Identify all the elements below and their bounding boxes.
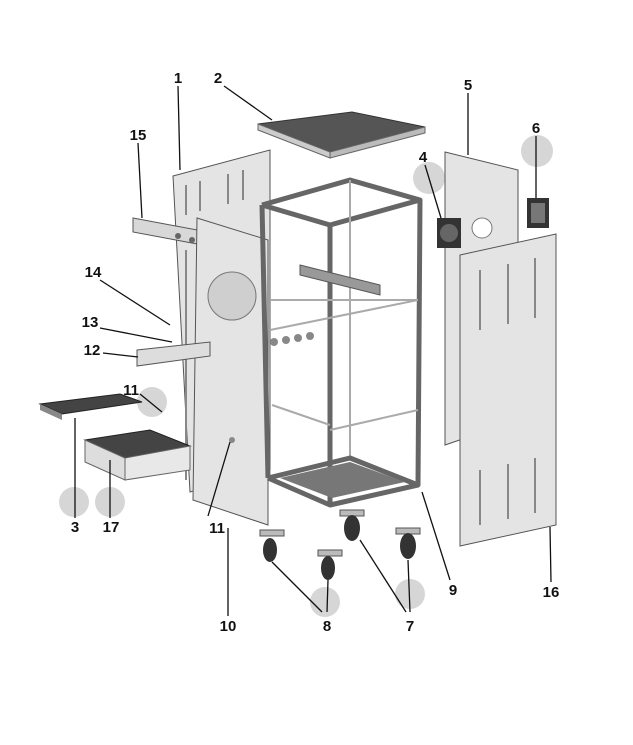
filter-6 bbox=[527, 198, 549, 228]
label-4: 4 bbox=[419, 149, 428, 166]
bracket-15 bbox=[132, 217, 209, 247]
highlight-8 bbox=[310, 587, 340, 617]
label-2: 2 bbox=[214, 70, 222, 87]
leader-lines bbox=[74, 85, 552, 616]
caster-8b bbox=[317, 549, 343, 580]
top-cover bbox=[257, 111, 426, 159]
label-6: 6 bbox=[532, 120, 540, 137]
caster-7a bbox=[339, 509, 365, 541]
right-side-panel-16 bbox=[459, 233, 557, 547]
frame-9 bbox=[259, 177, 423, 508]
label-9: 9 bbox=[449, 582, 457, 599]
casters bbox=[259, 509, 421, 580]
highlight-7 bbox=[395, 579, 425, 609]
label-10: 10 bbox=[220, 618, 237, 635]
label-5: 5 bbox=[464, 77, 472, 94]
caster-7b bbox=[395, 527, 421, 559]
label-15: 15 bbox=[130, 127, 147, 144]
part-labels: 1 2 5 6 4 15 14 13 12 11 11 3 17 10 8 7 … bbox=[71, 70, 560, 635]
label-12: 12 bbox=[84, 342, 101, 359]
label-14: 14 bbox=[85, 264, 102, 281]
drawer-17 bbox=[83, 429, 192, 481]
label-1: 1 bbox=[174, 70, 182, 87]
fan-4 bbox=[437, 218, 461, 248]
label-11-b: 11 bbox=[209, 520, 225, 537]
tray-3 bbox=[38, 393, 143, 420]
highlight-6 bbox=[521, 135, 553, 167]
label-7: 7 bbox=[406, 618, 414, 635]
highlight-3 bbox=[59, 487, 89, 517]
bracket-12 bbox=[136, 341, 211, 367]
front-door-panel bbox=[192, 217, 269, 526]
label-17: 17 bbox=[103, 519, 120, 536]
label-11-a: 11 bbox=[123, 382, 139, 399]
label-13: 13 bbox=[82, 314, 99, 331]
label-3: 3 bbox=[71, 519, 79, 536]
caster-8a bbox=[259, 529, 285, 562]
label-16: 16 bbox=[543, 584, 560, 601]
label-8: 8 bbox=[323, 618, 331, 635]
